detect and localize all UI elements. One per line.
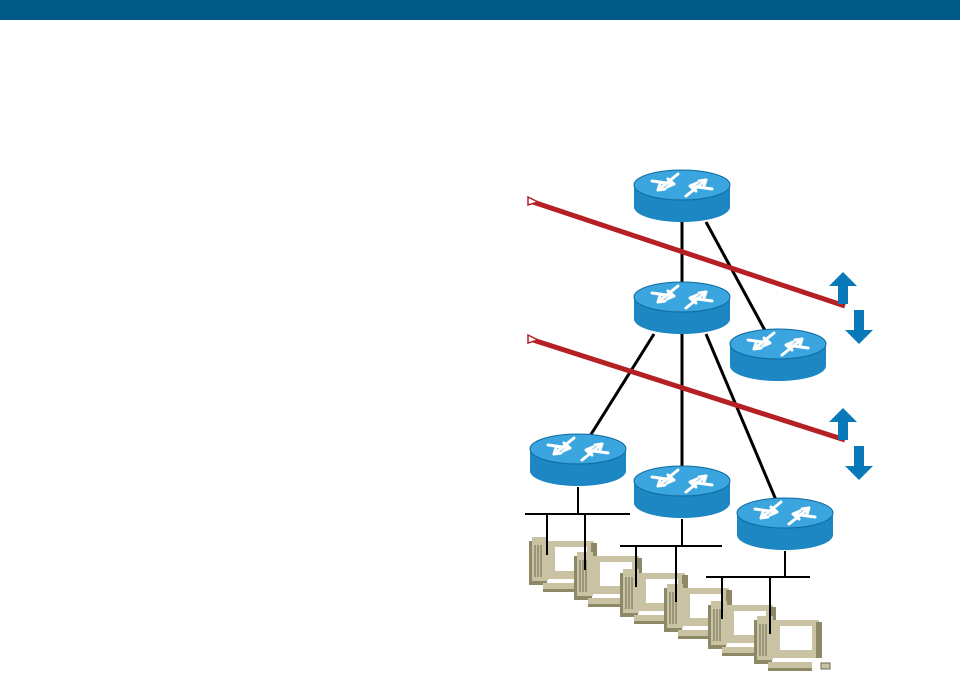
- lan-r-left: [525, 487, 643, 608]
- lan-r-center: [619, 519, 733, 640]
- mouse-icon: [820, 662, 831, 670]
- up-down-arrow-icon: [829, 272, 873, 344]
- links: [588, 220, 778, 501]
- boundary-lower: [527, 333, 846, 443]
- router-icon: [632, 464, 732, 520]
- link-r-mid-r-bottom-right: [704, 333, 778, 501]
- lan-r-bottom-right: [706, 551, 823, 672]
- router-icon: [528, 432, 628, 488]
- router-icon: [728, 327, 828, 383]
- header-bar: [0, 0, 960, 20]
- boundaries: [527, 195, 846, 443]
- boundary-tip: [527, 333, 541, 345]
- router-icon: [735, 496, 835, 552]
- router-icon: [632, 280, 732, 336]
- link-r-mid-r-left: [588, 333, 656, 437]
- boundary-tip: [527, 195, 541, 207]
- router-icon: [632, 168, 732, 224]
- link-r-top-r-right: [704, 221, 770, 337]
- workstation-icon: [753, 615, 823, 672]
- boundary-upper: [527, 195, 846, 309]
- boundary-line: [529, 336, 846, 443]
- lans: [525, 487, 831, 672]
- up-down-arrow-icon: [829, 408, 873, 480]
- boundary-line: [529, 198, 846, 309]
